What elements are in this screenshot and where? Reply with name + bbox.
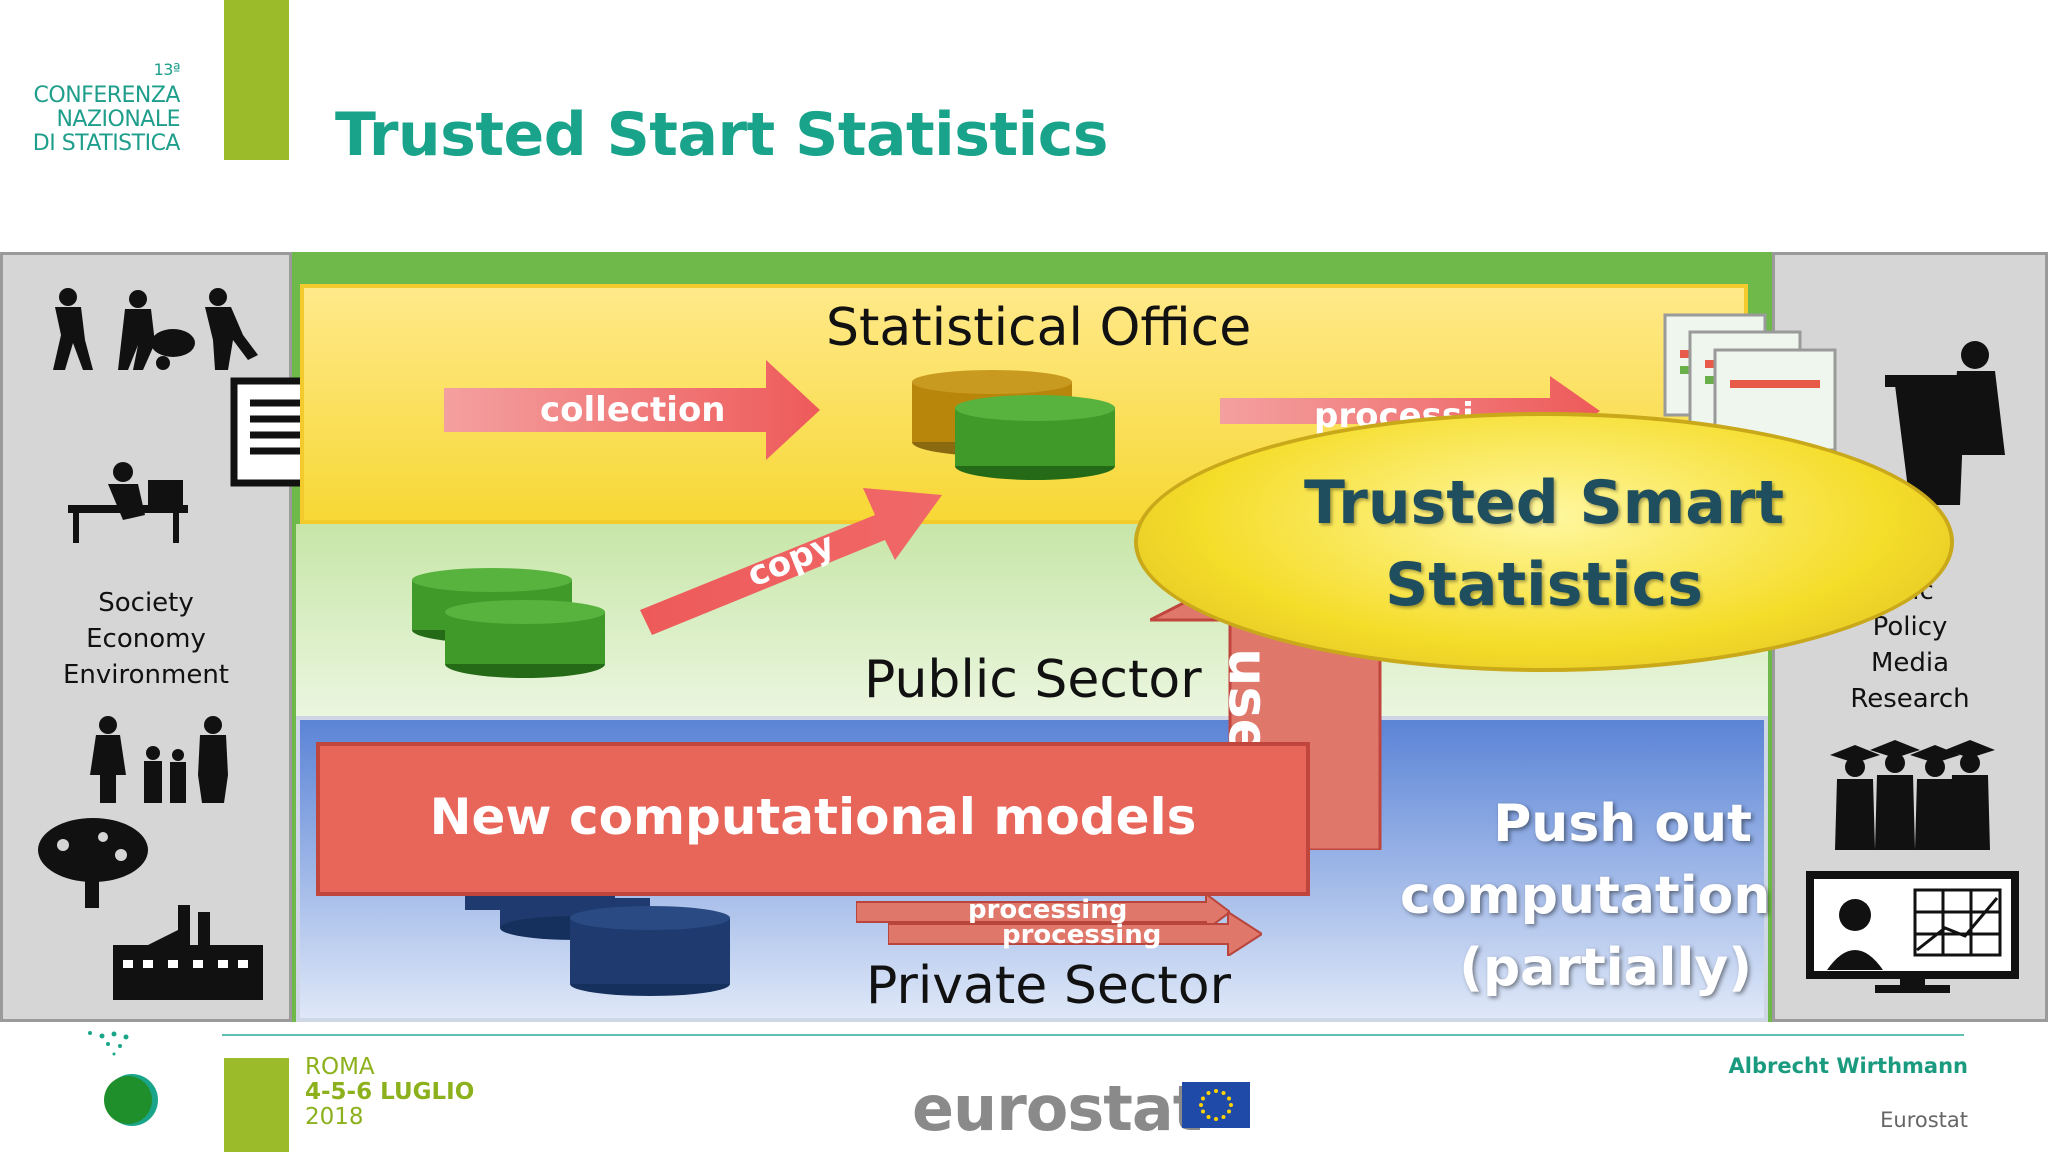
processing-top-arrow	[1220, 376, 1600, 446]
conference-edition: 13ª	[153, 60, 181, 79]
new-computational-models-label: New computational models	[429, 788, 1197, 846]
push-out-line2: computation	[1400, 866, 1771, 926]
processing-arrow-1-label: processing	[968, 895, 1128, 925]
header-accent-bar	[224, 0, 289, 160]
organization-name: Eurostat	[1880, 1108, 1968, 1132]
private-sector-label: Private Sector	[866, 956, 1231, 1016]
conference-line1: CONFERENZA	[33, 83, 181, 108]
conference-line3: DI STATISTICA	[32, 131, 181, 156]
label-policy: Policy	[1872, 612, 1948, 642]
processing-arrow-2-label: processing	[1002, 920, 1162, 950]
ellipse-line2: Statistics	[1385, 550, 1703, 620]
label-research: Research	[1850, 684, 1970, 714]
use-arrow-label: use	[1217, 648, 1280, 756]
event-dates: 4-5-6 LUGLIO	[305, 1079, 475, 1105]
speaker-podium-icon	[1885, 341, 2005, 505]
graduates-icon	[1830, 740, 1995, 850]
eu-flag-icon	[1182, 1082, 1250, 1128]
trusted-smart-statistics-label: Trusted Smart Statistics	[1254, 462, 1834, 626]
label-economy: Economy	[86, 624, 206, 654]
processing-arrow-1	[856, 894, 1230, 930]
push-out-text: Push out computation (partially)	[1400, 788, 1771, 1004]
footer-accent-bar	[224, 1058, 289, 1152]
desk-worker-icon	[68, 462, 188, 543]
eurostat-logo-text: eurostat	[912, 1072, 1202, 1145]
footer-divider	[222, 1034, 1964, 1036]
public-sector-database	[412, 568, 605, 678]
push-out-line3: (partially)	[1459, 938, 1752, 998]
database-icon	[912, 370, 1115, 480]
event-city: ROMA	[305, 1054, 375, 1080]
page-title: Trusted Start Statistics	[335, 100, 1108, 170]
author-name: Albrecht Wirthmann	[1728, 1054, 1969, 1078]
label-environment: Environment	[62, 660, 230, 690]
statistical-office-label: Statistical Office	[826, 298, 1252, 358]
copy-arrow	[640, 488, 942, 635]
conference-line2: NAZIONALE	[56, 107, 180, 132]
event-year: 2018	[305, 1104, 364, 1130]
new-computational-models-box	[316, 742, 1310, 896]
collection-arrow	[444, 360, 820, 460]
left-panel-labels: Society Economy Environment	[3, 585, 289, 693]
conference-logo: 13ª CONFERENZA NAZIONALE DI STATISTICA	[30, 58, 181, 156]
reports-icon	[1663, 313, 1837, 452]
family-icon	[90, 716, 228, 803]
conference-dots-logo	[88, 1031, 158, 1126]
label-media: Media	[1870, 648, 1950, 678]
trusted-smart-statistics-ellipse	[1134, 412, 1954, 672]
ellipse-line1: Trusted Smart	[1303, 468, 1785, 538]
public-sector-label: Public Sector	[864, 650, 1202, 710]
workers-icon	[53, 288, 258, 370]
left-panel: Society Economy Environment	[0, 252, 350, 1022]
label-society: Society	[98, 588, 194, 618]
factory-icon	[113, 905, 263, 1000]
private-sector-database	[465, 888, 730, 996]
processing-arrow-2	[888, 912, 1262, 956]
event-info: ROMA 4-5-6 LUGLIO 2018	[305, 1055, 474, 1130]
push-out-line1: Push out	[1493, 794, 1752, 854]
tree-icon	[38, 818, 148, 908]
collection-arrow-label: collection	[540, 390, 726, 430]
monitor-chart-icon	[1806, 871, 2019, 993]
